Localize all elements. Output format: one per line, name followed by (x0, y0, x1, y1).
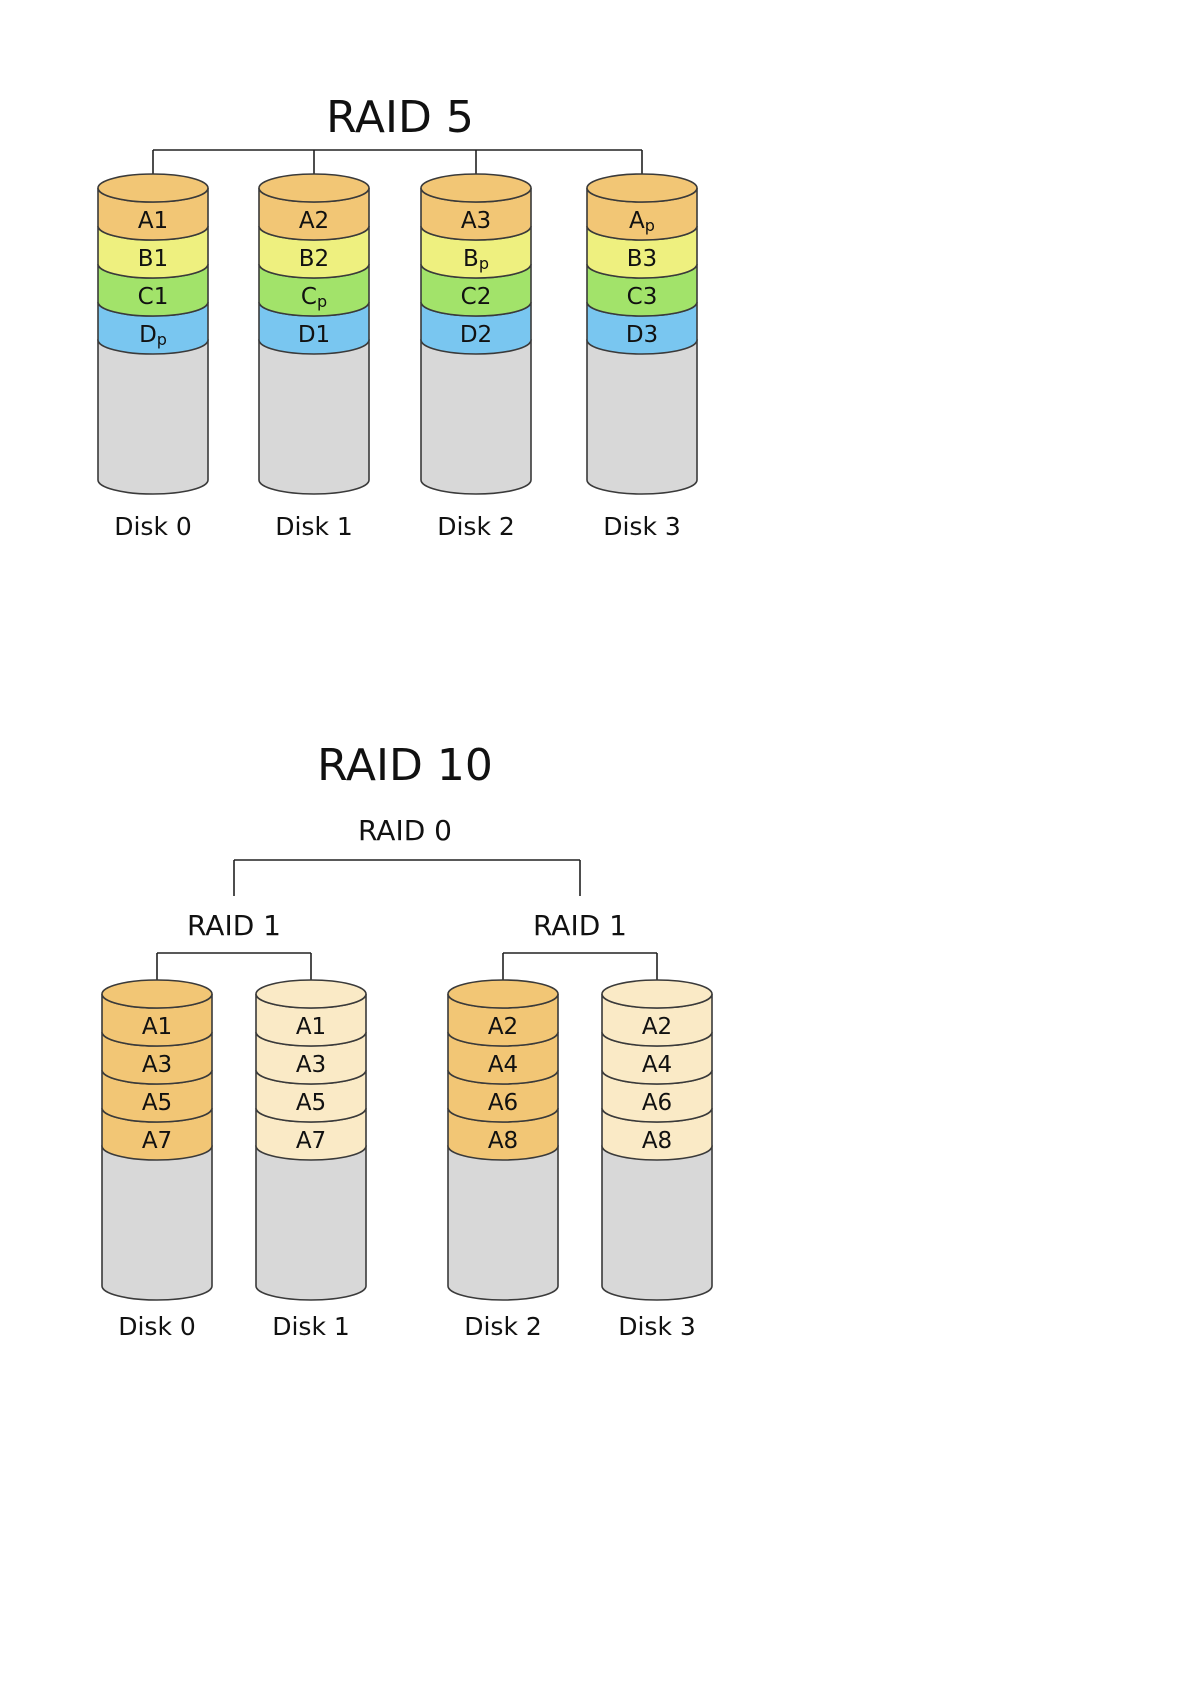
raid10-title: RAID 10 (317, 740, 493, 791)
raid5-title: RAID 5 (326, 92, 474, 143)
segment-label: A4 (642, 1052, 672, 1078)
segment-label: A3 (461, 208, 491, 234)
disk-label: Disk 3 (603, 512, 681, 541)
disk-label: Disk 2 (464, 1312, 542, 1341)
segment-label: B2 (299, 246, 329, 272)
segment-label: A7 (296, 1128, 326, 1154)
segment-label: D3 (626, 322, 658, 348)
segment-label: A4 (488, 1052, 518, 1078)
raid5-connector (153, 150, 642, 186)
disk-top-cap (256, 980, 366, 1008)
disk-top-cap (602, 980, 712, 1008)
disk-top-cap (102, 980, 212, 1008)
disk-label: Disk 2 (437, 512, 515, 541)
segment-label: A2 (488, 1014, 518, 1040)
disk-top-cap (421, 174, 531, 202)
segment-label: A6 (642, 1090, 672, 1116)
disk-top-cap (98, 174, 208, 202)
segment-label: A5 (296, 1090, 326, 1116)
segment-label: A7 (142, 1128, 172, 1154)
raid10-section: RAID 10 RAID 0 RAID 1 RAID 1 A7 A5 A3 A1Dis… (102, 740, 712, 1341)
segment-label: A1 (296, 1014, 326, 1040)
disk-empty-space (587, 340, 697, 494)
segment-label: C2 (461, 284, 492, 310)
segment-label: A2 (299, 208, 329, 234)
segment-label: B1 (138, 246, 168, 272)
raid1-left-label: RAID 1 (187, 909, 281, 942)
segment-label: A3 (142, 1052, 172, 1078)
segment-label: A6 (488, 1090, 518, 1116)
disk-label: Disk 1 (275, 512, 353, 541)
segment-label: C3 (627, 284, 658, 310)
segment-label: A8 (642, 1128, 672, 1154)
raid1-right-label: RAID 1 (533, 909, 627, 942)
segment-label: A2 (642, 1014, 672, 1040)
segment-label: D2 (460, 322, 492, 348)
disk-label: Disk 1 (272, 1312, 350, 1341)
segment-label: C1 (138, 284, 169, 310)
raid0-connector (234, 860, 580, 896)
segment-label: A5 (142, 1090, 172, 1116)
disk-empty-space (102, 1146, 212, 1300)
segment-label: D1 (298, 322, 330, 348)
disk-label: Disk 3 (618, 1312, 696, 1341)
disk-top-cap (448, 980, 558, 1008)
segment-label: A1 (138, 208, 168, 234)
disk-top-cap (587, 174, 697, 202)
disk-empty-space (259, 340, 369, 494)
disk-empty-space (256, 1146, 366, 1300)
disk-label: Disk 0 (118, 1312, 196, 1341)
segment-label: A3 (296, 1052, 326, 1078)
raid0-label: RAID 0 (358, 814, 452, 847)
segment-label: B3 (627, 246, 657, 272)
disk-empty-space (448, 1146, 558, 1300)
disk-top-cap (259, 174, 369, 202)
segment-label: A8 (488, 1128, 518, 1154)
segment-label: A1 (142, 1014, 172, 1040)
disk-label: Disk 0 (114, 512, 192, 541)
disk-empty-space (98, 340, 208, 494)
disk-empty-space (421, 340, 531, 494)
disk-empty-space (602, 1146, 712, 1300)
